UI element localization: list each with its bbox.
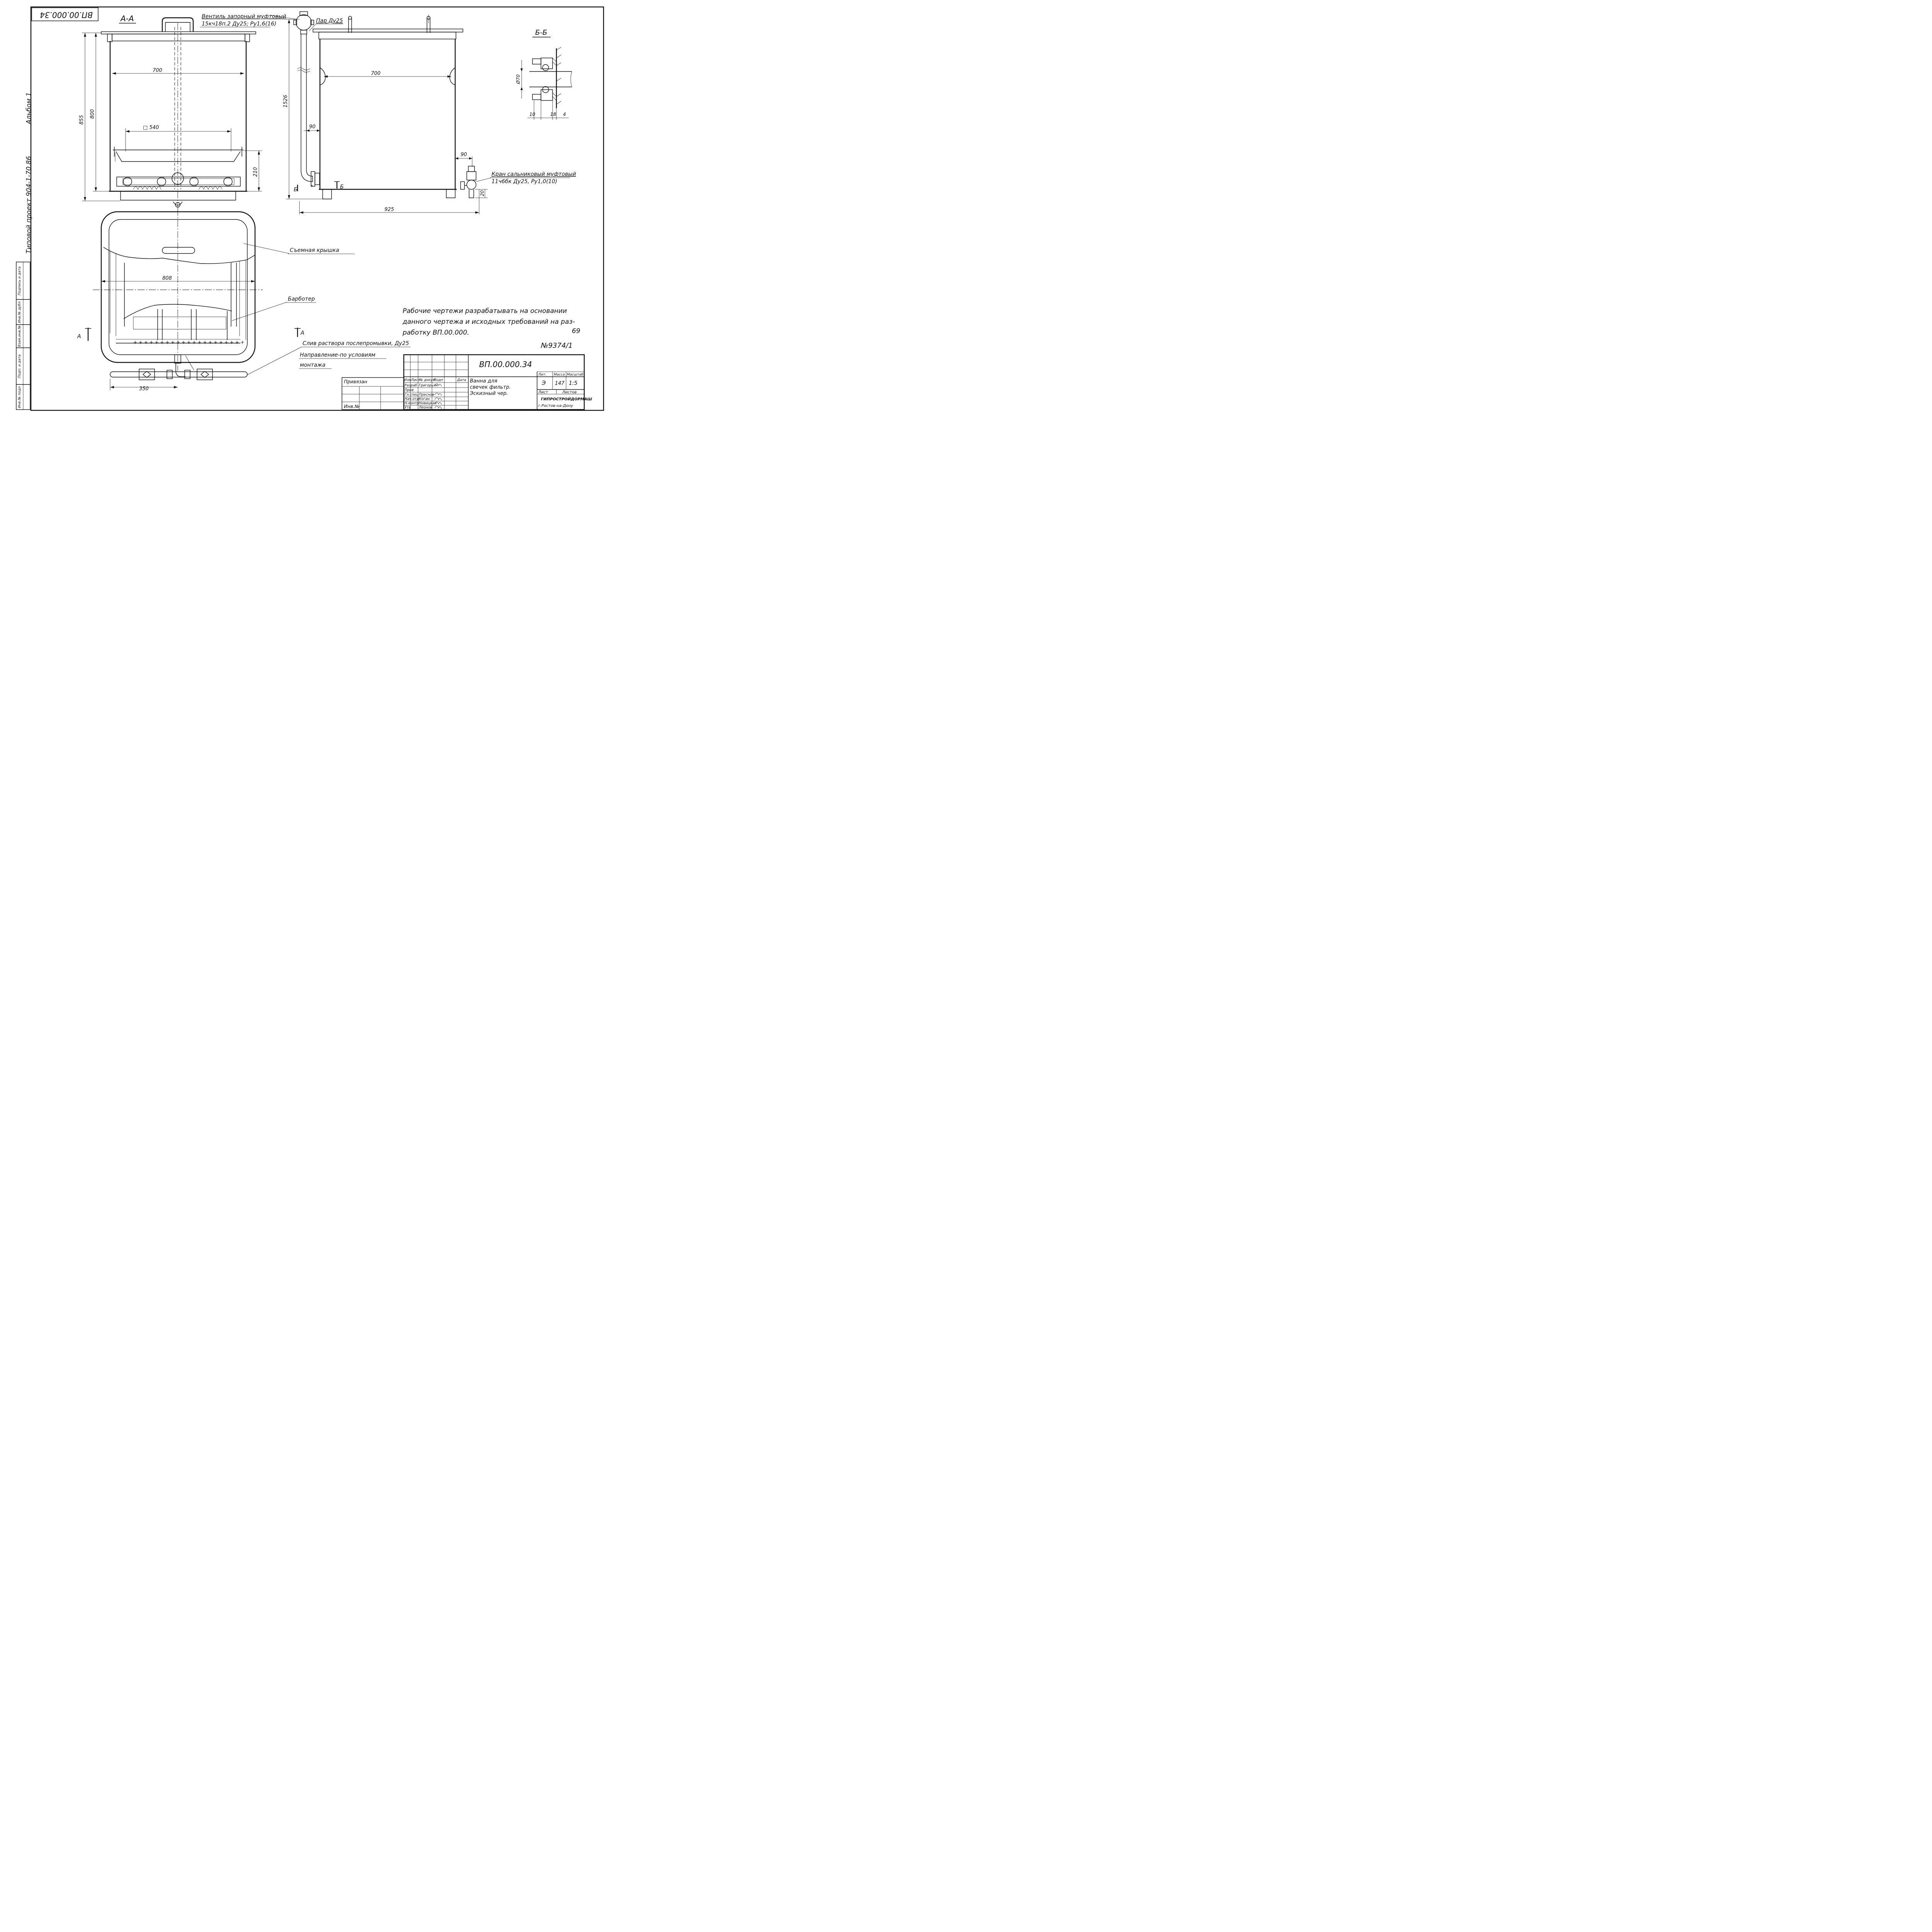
privyazan-label: Привязан — [344, 379, 367, 384]
org-city: г.Ростов-на-Дону — [538, 404, 573, 408]
top-stamp: ВП.00.000.34 — [31, 7, 99, 21]
page-number: 69 — [572, 327, 580, 335]
title-line-1: Ванна для — [470, 378, 497, 384]
role-razrab: Разраб — [405, 384, 417, 388]
col-list: Лист — [411, 378, 420, 382]
top-stamp-code: ВП.00.000.34 — [40, 10, 93, 20]
role-nkontr: Н.контр — [405, 401, 419, 405]
org-name: ГИПРОСТРОЙДОРМАШ — [541, 396, 592, 401]
valve-note-2: 15кч18п.2 Ду25; Ру1,6(16) — [202, 21, 276, 27]
title-doc-code: ВП.00.000.34 — [479, 360, 532, 369]
sheet-frame — [30, 6, 604, 411]
plan-notes: Съемная крышка Барботер Слив раствора по… — [231, 243, 410, 375]
lid-note: Съемная крышка — [290, 247, 339, 253]
side-dim-925: 925 — [384, 207, 394, 213]
strip-dupl: Инв.№ дубл — [18, 301, 22, 323]
cut-mark-b-left: Б — [294, 187, 298, 193]
section-bb-label: Б-Б — [535, 29, 547, 37]
role-glspec: Гл.спец — [405, 393, 418, 397]
scale-value: 1:5 — [569, 380, 578, 386]
mass-head: Масса — [554, 373, 565, 377]
star-mark: * — [311, 184, 313, 189]
album-label: Альбом 1 — [25, 92, 33, 124]
main-note-1: Рабочие чертежи разрабатывать на основан… — [403, 307, 567, 315]
drain-note-2: Направление-по условиям — [300, 352, 376, 358]
inv-no-label: Инв.№ — [344, 404, 359, 409]
steam-note: Пар Ду25 — [316, 18, 343, 24]
scale-head: Масштаб — [567, 373, 583, 377]
plan-dim-350: 350 — [139, 386, 149, 392]
main-note: Рабочие чертежи разрабатывать на основан… — [402, 307, 580, 350]
side-dim-1526: 1526 — [283, 95, 289, 107]
name-glspec: Преснов — [419, 393, 434, 397]
role-utv: Утв — [405, 406, 411, 410]
aa-dim-540: □ 540 — [143, 125, 159, 131]
section-aa-label: А-А — [120, 14, 134, 23]
role-prov: Пров — [405, 388, 413, 392]
lit-value: Э — [541, 379, 546, 386]
col-date: Дата — [457, 378, 466, 382]
title-line-2: свечек фильтр. — [470, 384, 511, 390]
drain-note-3: монтажа — [300, 362, 325, 368]
sheets-head: Листов — [562, 390, 577, 395]
valve-note-1: Вентиль запорный муфтовый — [202, 14, 286, 20]
side-dim-20: 20 — [480, 190, 485, 196]
section-aa-view: А-А — [79, 14, 262, 209]
side-dim-90b: 90 — [461, 152, 467, 158]
name-nkontr: Новицкая — [419, 401, 437, 405]
drawing-sheet: ВП.00.000.34 Альбом 1 Типовой проект 904… — [16, 6, 604, 411]
col-doc: № докум — [419, 378, 435, 382]
strip-sign-date-2: Подпись и дата — [18, 267, 22, 296]
sheet-head: Лист — [538, 390, 549, 395]
aa-dim-700: 700 — [153, 68, 162, 73]
side-view: 700 1526 90 90 925 20 Б Б * — [283, 11, 488, 214]
side-dim-90a: 90 — [309, 124, 316, 130]
sparger-note: Барботер — [288, 296, 315, 302]
tap-note-2: 11ч6бк Ду25, Ру1,0(10) — [492, 179, 557, 185]
title-line-3: Эскизный чер. — [469, 391, 508, 396]
bb-dim-4: 4 — [563, 112, 566, 117]
strip-inv: Инв.№ подл — [18, 386, 22, 408]
aa-dim-210: 210 — [253, 167, 259, 177]
strip-replace: Взам.инв.№ — [18, 325, 22, 347]
section-bb-view: Б-Б Ø70 10 18 4 — [515, 29, 572, 120]
cut-mark-b-right: Б — [340, 184, 344, 190]
bb-dim-18: 18 — [550, 112, 556, 117]
main-note-2: данного чертежа и исходных требований на… — [402, 318, 575, 326]
project-label: Типовой проект 904-1-70.86 — [25, 156, 33, 254]
left-strip: Инв.№ подл Подп. и дата Взам.инв.№ Инв.№… — [16, 262, 31, 410]
plan-dim-808: 808 — [162, 276, 172, 281]
plan-view: + + + + + + + + + + + + + + + + + + + + … — [77, 209, 304, 392]
top-notes: Вентиль запорный муфтовый 15кч18п.2 Ду25… — [200, 14, 576, 185]
signature-marks — [434, 383, 442, 409]
bb-dim-70: Ø70 — [515, 74, 521, 84]
name-nachotd: Коган — [419, 397, 430, 401]
role-nachotd: Нач.отд — [405, 397, 419, 401]
aa-dim-800: 800 — [90, 109, 95, 119]
lit-head: Лит. — [538, 373, 546, 377]
name-utv: Леонов — [418, 406, 432, 410]
cut-mark-a-right: А — [300, 330, 304, 336]
col-sign: Подп — [434, 378, 443, 382]
registration-number: №9374/1 — [541, 342, 573, 350]
sparger-holes: + + + + + + + + + + + + + + + + + + + + … — [133, 340, 244, 345]
name-razrab: Григорьян — [419, 384, 438, 388]
cut-mark-a-left: А — [77, 333, 81, 340]
strip-sign-date-1: Подп. и дата — [18, 354, 22, 378]
side-dim-700: 700 — [371, 71, 381, 77]
tap-note-1: Кран сальниковый муфтовый — [492, 171, 576, 177]
title-block: Привязан Инв.№ ВП.00.000.34 Изм Лист № д… — [342, 354, 592, 410]
drain-note-1: Слив раствора послепромывки, Ду25 — [303, 340, 409, 347]
aa-dim-855: 855 — [79, 115, 85, 125]
col-izm: Изм — [404, 378, 412, 382]
bb-dim-10: 10 — [529, 112, 536, 117]
main-note-3: работку ВП.00.000. — [402, 329, 469, 337]
mass-value: 147 — [555, 381, 565, 386]
